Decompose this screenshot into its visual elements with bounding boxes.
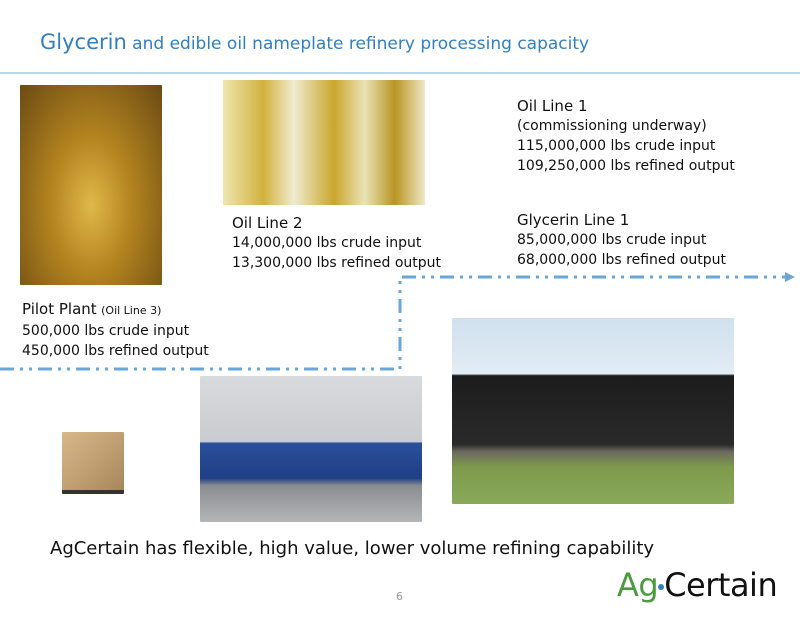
oil-line-1-input: 115,000,000 lbs crude input: [517, 138, 716, 154]
glycerin-line-1-block: Glycerin Line 1 85,000,000 lbs crude inp…: [517, 210, 726, 270]
pilot-plant-sub: (Oil Line 3): [101, 304, 162, 317]
slide-title: Glycerin and edible oil nameplate refine…: [40, 30, 589, 54]
pilot-plant-output: 450,000 lbs refined output: [22, 343, 209, 359]
oil-line-2-name: Oil Line 2: [232, 214, 303, 232]
oil-line-1-output: 109,250,000 lbs refined output: [517, 158, 735, 174]
logo-dot-icon: [658, 584, 665, 590]
oil-pour-photo: [20, 85, 162, 285]
oil-bottles-photo: [223, 80, 425, 205]
pilot-plant-input: 500,000 lbs crude input: [22, 323, 190, 339]
oil-line-1-status: (commissioning underway): [517, 118, 707, 134]
page-number: 6: [396, 590, 403, 603]
logo-ag: Ag: [617, 566, 659, 604]
tote-container-photo: [62, 432, 124, 494]
tagline: AgCertain has flexible, high value, lowe…: [50, 538, 655, 559]
glycerin-line-1-output: 68,000,000 lbs refined output: [517, 252, 727, 268]
pilot-plant-block: Pilot Plant (Oil Line 3) 500,000 lbs cru…: [22, 299, 209, 361]
title-divider: [0, 72, 800, 74]
pilot-plant-name: Pilot Plant: [22, 300, 97, 318]
title-rest: and edible oil nameplate refinery proces…: [126, 34, 590, 54]
oil-line-2-block: Oil Line 2 14,000,000 lbs crude input 13…: [232, 213, 441, 273]
oil-line-2-output: 13,300,000 lbs refined output: [232, 255, 442, 271]
glycerin-line-1-input: 85,000,000 lbs crude input: [517, 232, 707, 248]
title-main: Glycerin: [40, 30, 127, 54]
tanker-truck-photo: [200, 376, 422, 522]
logo-certain: Certain: [664, 566, 778, 604]
rail-tank-car-photo: [452, 318, 734, 504]
oil-line-2-input: 14,000,000 lbs crude input: [232, 235, 422, 251]
glycerin-line-1-name: Glycerin Line 1: [517, 211, 630, 229]
oil-line-1-name: Oil Line 1: [517, 97, 588, 115]
oil-line-1-block: Oil Line 1 (commissioning underway) 115,…: [517, 96, 735, 176]
